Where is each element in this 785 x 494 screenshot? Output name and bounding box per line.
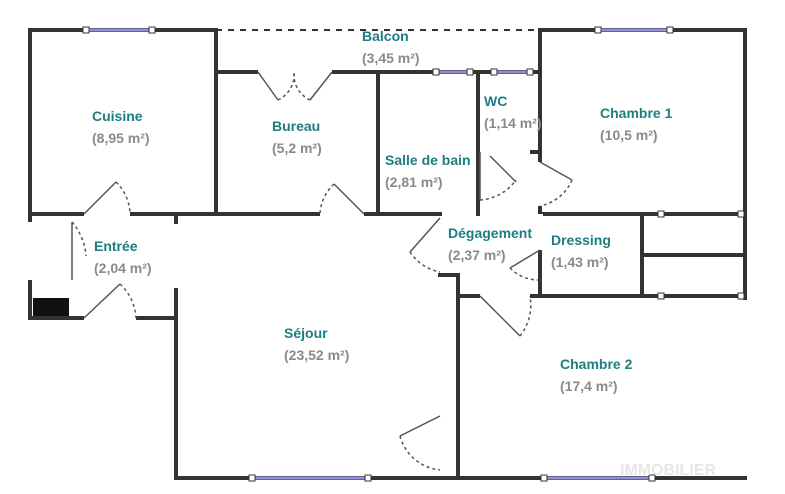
room-name-chambre1: Chambre 1 — [600, 105, 673, 121]
walls — [28, 28, 747, 480]
room-area-entree: (2,04 m²) — [94, 260, 152, 276]
room-name-wc: WC — [484, 93, 508, 109]
windows — [86, 28, 670, 480]
electrical-panel — [33, 298, 69, 316]
window-frames — [82, 26, 745, 482]
room-area-cuisine: (8,95 m²) — [92, 130, 150, 146]
room-area-balcon: (3,45 m²) — [362, 50, 420, 66]
doors — [71, 71, 573, 471]
room-name-degagement: Dégagement — [448, 225, 533, 241]
room-area-wc: (1,14 m²) — [484, 115, 542, 131]
room-name-chambre2: Chambre 2 — [560, 356, 633, 372]
room-area-dressing: (1,43 m²) — [551, 254, 609, 270]
room-name-sdb: Salle de bain — [385, 152, 471, 168]
room-area-degagement: (2,37 m²) — [448, 247, 506, 263]
room-name-cuisine: Cuisine — [92, 108, 143, 124]
room-name-bureau: Bureau — [272, 118, 321, 134]
room-name-dressing: Dressing — [551, 232, 611, 248]
room-area-sejour: (23,52 m²) — [284, 347, 350, 363]
room-name-balcon: Balcon — [362, 28, 409, 44]
room-area-chambre2: (17,4 m²) — [560, 378, 618, 394]
room-name-sejour: Séjour — [284, 325, 328, 341]
room-area-bureau: (5,2 m²) — [272, 140, 322, 156]
agency-watermark: IMMOBILIER — [620, 462, 716, 479]
room-name-entree: Entrée — [94, 238, 138, 254]
door-gaps — [27, 69, 543, 470]
room-area-sdb: (2,81 m²) — [385, 174, 443, 190]
room-area-chambre1: (10,5 m²) — [600, 127, 658, 143]
